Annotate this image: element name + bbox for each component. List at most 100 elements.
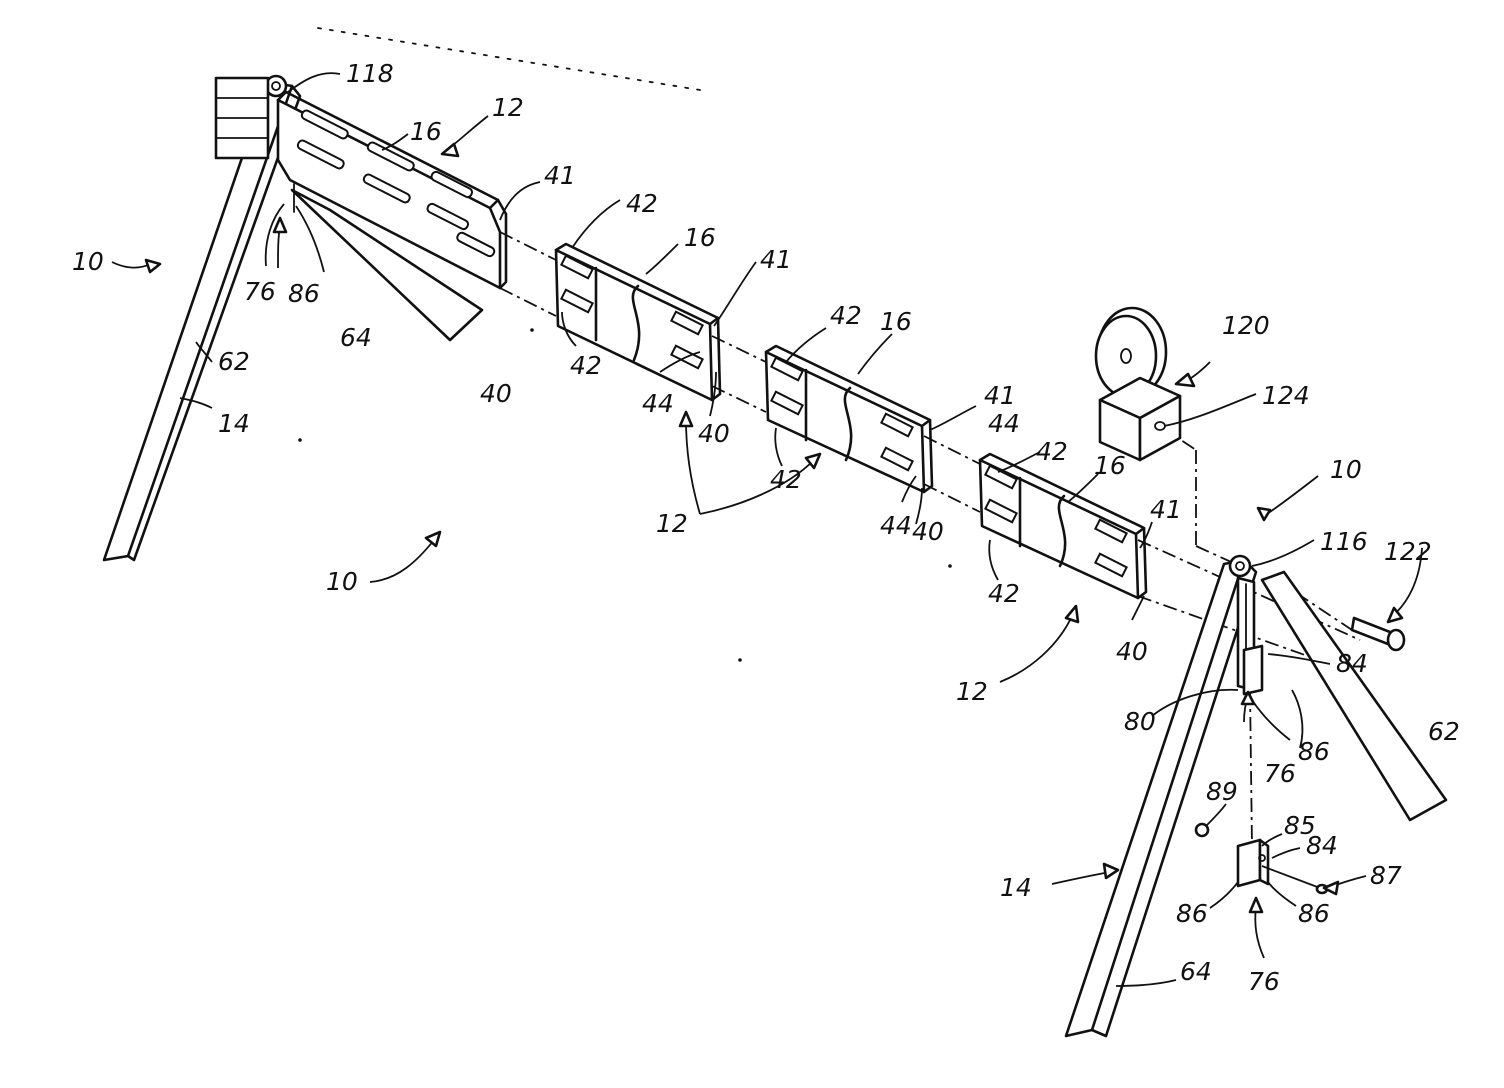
ref-116: 116 [1320, 527, 1368, 556]
clip-side [1260, 840, 1268, 884]
arrowhead [426, 532, 440, 546]
leader-40d [1132, 596, 1144, 620]
connector-2-side [924, 420, 932, 492]
ref-12: 12 [656, 509, 688, 538]
leader-116 [1252, 540, 1314, 566]
leader-86d [1268, 882, 1296, 906]
ref-64: 64 [340, 323, 372, 352]
leader-76b [1252, 700, 1290, 740]
right-bracket-76 [1244, 646, 1262, 694]
stray-dot [948, 564, 952, 568]
ref-89: 89 [1206, 777, 1238, 806]
leader-lines [112, 73, 1422, 986]
center-line [500, 288, 556, 316]
ref-42: 42 [770, 465, 802, 494]
stray-dot [738, 658, 742, 662]
ref-10: 10 [326, 567, 358, 596]
ref-10: 10 [1330, 455, 1362, 484]
leader-89 [1206, 804, 1226, 826]
ref-122: 122 [1384, 537, 1432, 566]
arrowhead [1258, 508, 1270, 520]
ref-14: 14 [1000, 873, 1032, 902]
right-stand [1066, 556, 1446, 1036]
ref-12: 12 [492, 93, 524, 122]
ref-124: 124 [1262, 381, 1310, 410]
ref-41: 41 [544, 161, 576, 190]
leader-16c [858, 334, 892, 374]
ref-40: 40 [1116, 637, 1148, 666]
left-leg-62-side [128, 86, 300, 560]
stray-dot [298, 438, 302, 442]
arrow-14b [1052, 872, 1110, 884]
ref-44: 44 [880, 511, 912, 540]
arrowhead [1176, 374, 1194, 386]
ref-42: 42 [1036, 437, 1068, 466]
ref-44: 44 [642, 389, 674, 418]
bolt-122 [1352, 618, 1404, 650]
ref-41: 41 [1150, 495, 1182, 524]
center-line [712, 386, 766, 412]
left-stand [104, 76, 506, 560]
bolt-shank [1352, 618, 1390, 644]
ref-76: 76 [244, 277, 276, 306]
arrow-12c [1000, 616, 1072, 682]
center-line [924, 484, 980, 512]
arrowhead [274, 218, 286, 232]
ref-40: 40 [480, 379, 512, 408]
arrowhead [1104, 864, 1118, 878]
leader-76a [266, 204, 284, 266]
ref-84: 84 [1336, 649, 1368, 678]
stray-dot [530, 328, 534, 332]
right-hinge-knuckle-116 [1230, 556, 1250, 576]
leader-42f [989, 540, 998, 580]
arrowhead [1250, 898, 1262, 912]
ref-16: 16 [410, 117, 442, 146]
leader-16b [646, 244, 678, 274]
ref-12: 12 [956, 677, 988, 706]
ref-42: 42 [830, 301, 862, 330]
ref-10: 10 [72, 247, 104, 276]
arrowhead [442, 144, 458, 156]
ref-84: 84 [1306, 831, 1338, 860]
ref-76: 76 [1248, 967, 1280, 996]
ref-87: 87 [1370, 861, 1402, 890]
ref-86: 86 [1298, 899, 1330, 928]
ref-41: 41 [984, 381, 1016, 410]
ref-16: 16 [1094, 451, 1126, 480]
target-assembly-120 [1096, 308, 1180, 460]
ref-86: 86 [1176, 899, 1208, 928]
ref-41: 41 [760, 245, 792, 274]
leader-41b [714, 262, 756, 326]
ref-64: 64 [1180, 957, 1212, 986]
ref-40: 40 [698, 419, 730, 448]
ref-42: 42 [570, 351, 602, 380]
ref-16: 16 [684, 223, 716, 252]
ref-62: 62 [218, 347, 250, 376]
ref-14: 14 [218, 409, 250, 438]
ref-80: 80 [1124, 707, 1156, 736]
ref-42: 42 [988, 579, 1020, 608]
center-line [500, 232, 556, 260]
ref-62: 62 [1428, 717, 1460, 746]
leader-41c [930, 406, 976, 430]
bolt-head [1388, 630, 1404, 650]
clip-part-84 [1238, 840, 1268, 886]
center-line [1250, 690, 1252, 846]
ref-120: 120 [1222, 311, 1270, 340]
arrowhead [680, 412, 692, 426]
ref-42: 42 [626, 189, 658, 218]
leader-42c [786, 328, 826, 362]
ref-44: 44 [988, 409, 1020, 438]
arrowhead [146, 260, 160, 272]
arrowhead [1388, 608, 1402, 622]
ref-118: 118 [346, 59, 394, 88]
ref-86: 86 [288, 279, 320, 308]
leader-10b [1264, 476, 1318, 516]
arrow-76c [1255, 906, 1264, 958]
leader-42a [572, 200, 620, 248]
leader-84b [1272, 848, 1300, 858]
arrow-10 [370, 540, 434, 582]
leader-42d [775, 428, 782, 466]
